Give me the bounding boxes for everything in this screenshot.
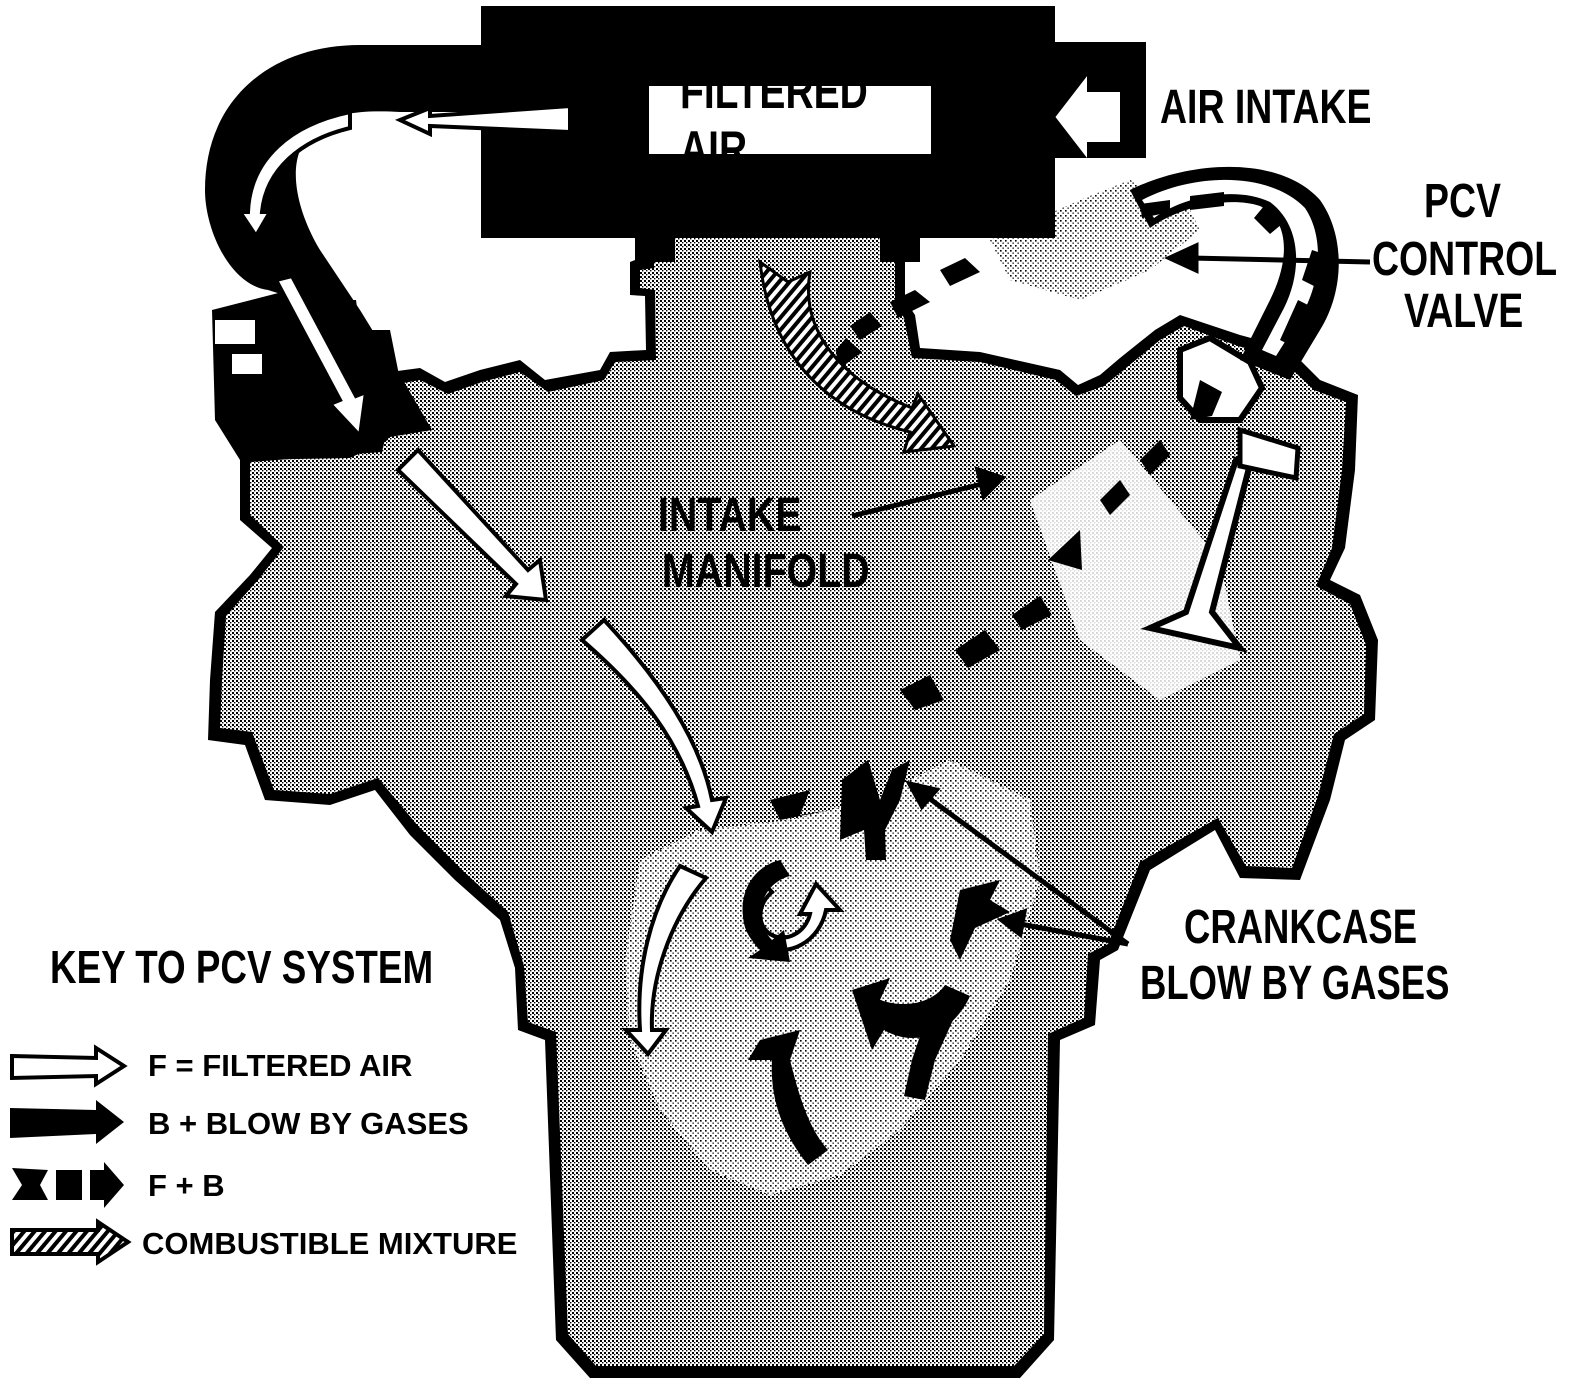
- manifold-dash-1: [940, 258, 980, 286]
- filtered-air-label: FILTERED AIR: [680, 63, 868, 177]
- crankcase-line-1: CRANKCASE: [1184, 901, 1418, 954]
- pcv-hose-dash-4: [1190, 192, 1224, 210]
- arrow-hose-down: [273, 273, 369, 441]
- pcv-dash-arrow-3: [1012, 596, 1052, 630]
- key-symbols: [10, 1044, 132, 1266]
- leader-lines: [851, 242, 1371, 947]
- blowby-arrow-1: [748, 1030, 828, 1165]
- solid-arrow-icon: [10, 1100, 124, 1144]
- pcv-flow-arrows: [836, 192, 1324, 710]
- air-cleaner-base-right: [880, 232, 920, 262]
- key-item-combustible: COMBUSTIBLE MIXTURE: [142, 1226, 518, 1261]
- intake-manifold-line-1: INTAKE: [658, 489, 802, 542]
- pcv-label-line-3: VALVE: [1404, 285, 1524, 338]
- air-intake-label: AIR INTAKE: [1160, 81, 1372, 134]
- blowby-arrow-4: [950, 880, 1010, 960]
- crankcase-line-2: BLOW BY GASES: [1140, 957, 1450, 1010]
- key-title: KEY TO PCV SYSTEM: [50, 941, 434, 993]
- arrow-block-2: [578, 617, 730, 836]
- pcv-hose-dash-3: [1254, 206, 1282, 234]
- hollow-arrow-icon: [10, 1044, 128, 1088]
- key-item-f-plus-b: F + B: [148, 1168, 225, 1203]
- hatched-arrow-icon: [10, 1218, 132, 1266]
- breather-hose: [205, 45, 481, 442]
- pcv-dash-arrow-7: [1190, 380, 1222, 420]
- dashed-arrow-icon: [12, 1162, 124, 1208]
- pcv-label-line-1: PCV: [1424, 175, 1501, 228]
- filtered-air-label-box: FILTERED AIR: [649, 63, 931, 177]
- arrow-crank-left: [621, 863, 710, 1058]
- pcv-dash-arrow-2: [955, 630, 1000, 668]
- pcv-dash-arrow-6: [1140, 440, 1170, 475]
- leader-pcv-head: [1164, 242, 1199, 274]
- leader-manifold: [851, 481, 983, 519]
- arrow-block-1: [395, 447, 549, 603]
- pcv-hose-dash-1: [1280, 300, 1310, 346]
- air-cleaner-base-left: [635, 232, 675, 262]
- combustible-mixture-arrow: [758, 258, 957, 454]
- blowby-arrow-6: [770, 790, 830, 820]
- leader-crankcase-1: [924, 793, 1130, 947]
- key-item-filtered-air: F = FILTERED AIR: [148, 1048, 413, 1083]
- blow-by-arrows: [742, 760, 1010, 1165]
- manifold-dash-3: [850, 312, 882, 340]
- manifold-dash-head: [836, 338, 862, 370]
- leader-manifold-head: [974, 466, 1007, 501]
- arrow-filter-out: [394, 103, 572, 138]
- blowby-arrow-5: [840, 760, 910, 860]
- blowby-arrow-2: [852, 978, 970, 1050]
- crank-spin-arrow: [742, 860, 790, 962]
- leader-crankcase-2: [1019, 921, 1129, 947]
- valve-spring: [1237, 426, 1301, 482]
- blowby-arrow-3: [904, 1000, 962, 1100]
- leader-crankcase-2-head: [996, 908, 1028, 939]
- filtered-air-arrows: [236, 76, 1120, 1058]
- arrow-intake-in: [1055, 76, 1120, 158]
- pcv-hose-inner: [1142, 179, 1318, 356]
- pcv-label-line-2: CONTROL: [1372, 233, 1558, 286]
- key-item-blow-by: B + BLOW BY GASES: [148, 1106, 469, 1141]
- manifold-dash-2: [890, 290, 930, 318]
- arrow-hose-curve: [236, 109, 352, 240]
- fitting-tab-2: [232, 354, 262, 374]
- fitting-tab-1: [215, 320, 255, 344]
- intake-manifold-line-2: MANIFOLD: [662, 545, 870, 598]
- pcv-dash-arrow-4: [1048, 530, 1082, 570]
- pcv-dash-arrow-5: [1100, 480, 1130, 515]
- pcv-dash-arrow-1: [900, 675, 944, 710]
- crankcase-cavity: [625, 760, 1040, 1195]
- leader-pcv: [1189, 255, 1371, 265]
- pcv-hose-dash-5: [1140, 200, 1170, 218]
- leader-crankcase-1-head: [905, 780, 941, 811]
